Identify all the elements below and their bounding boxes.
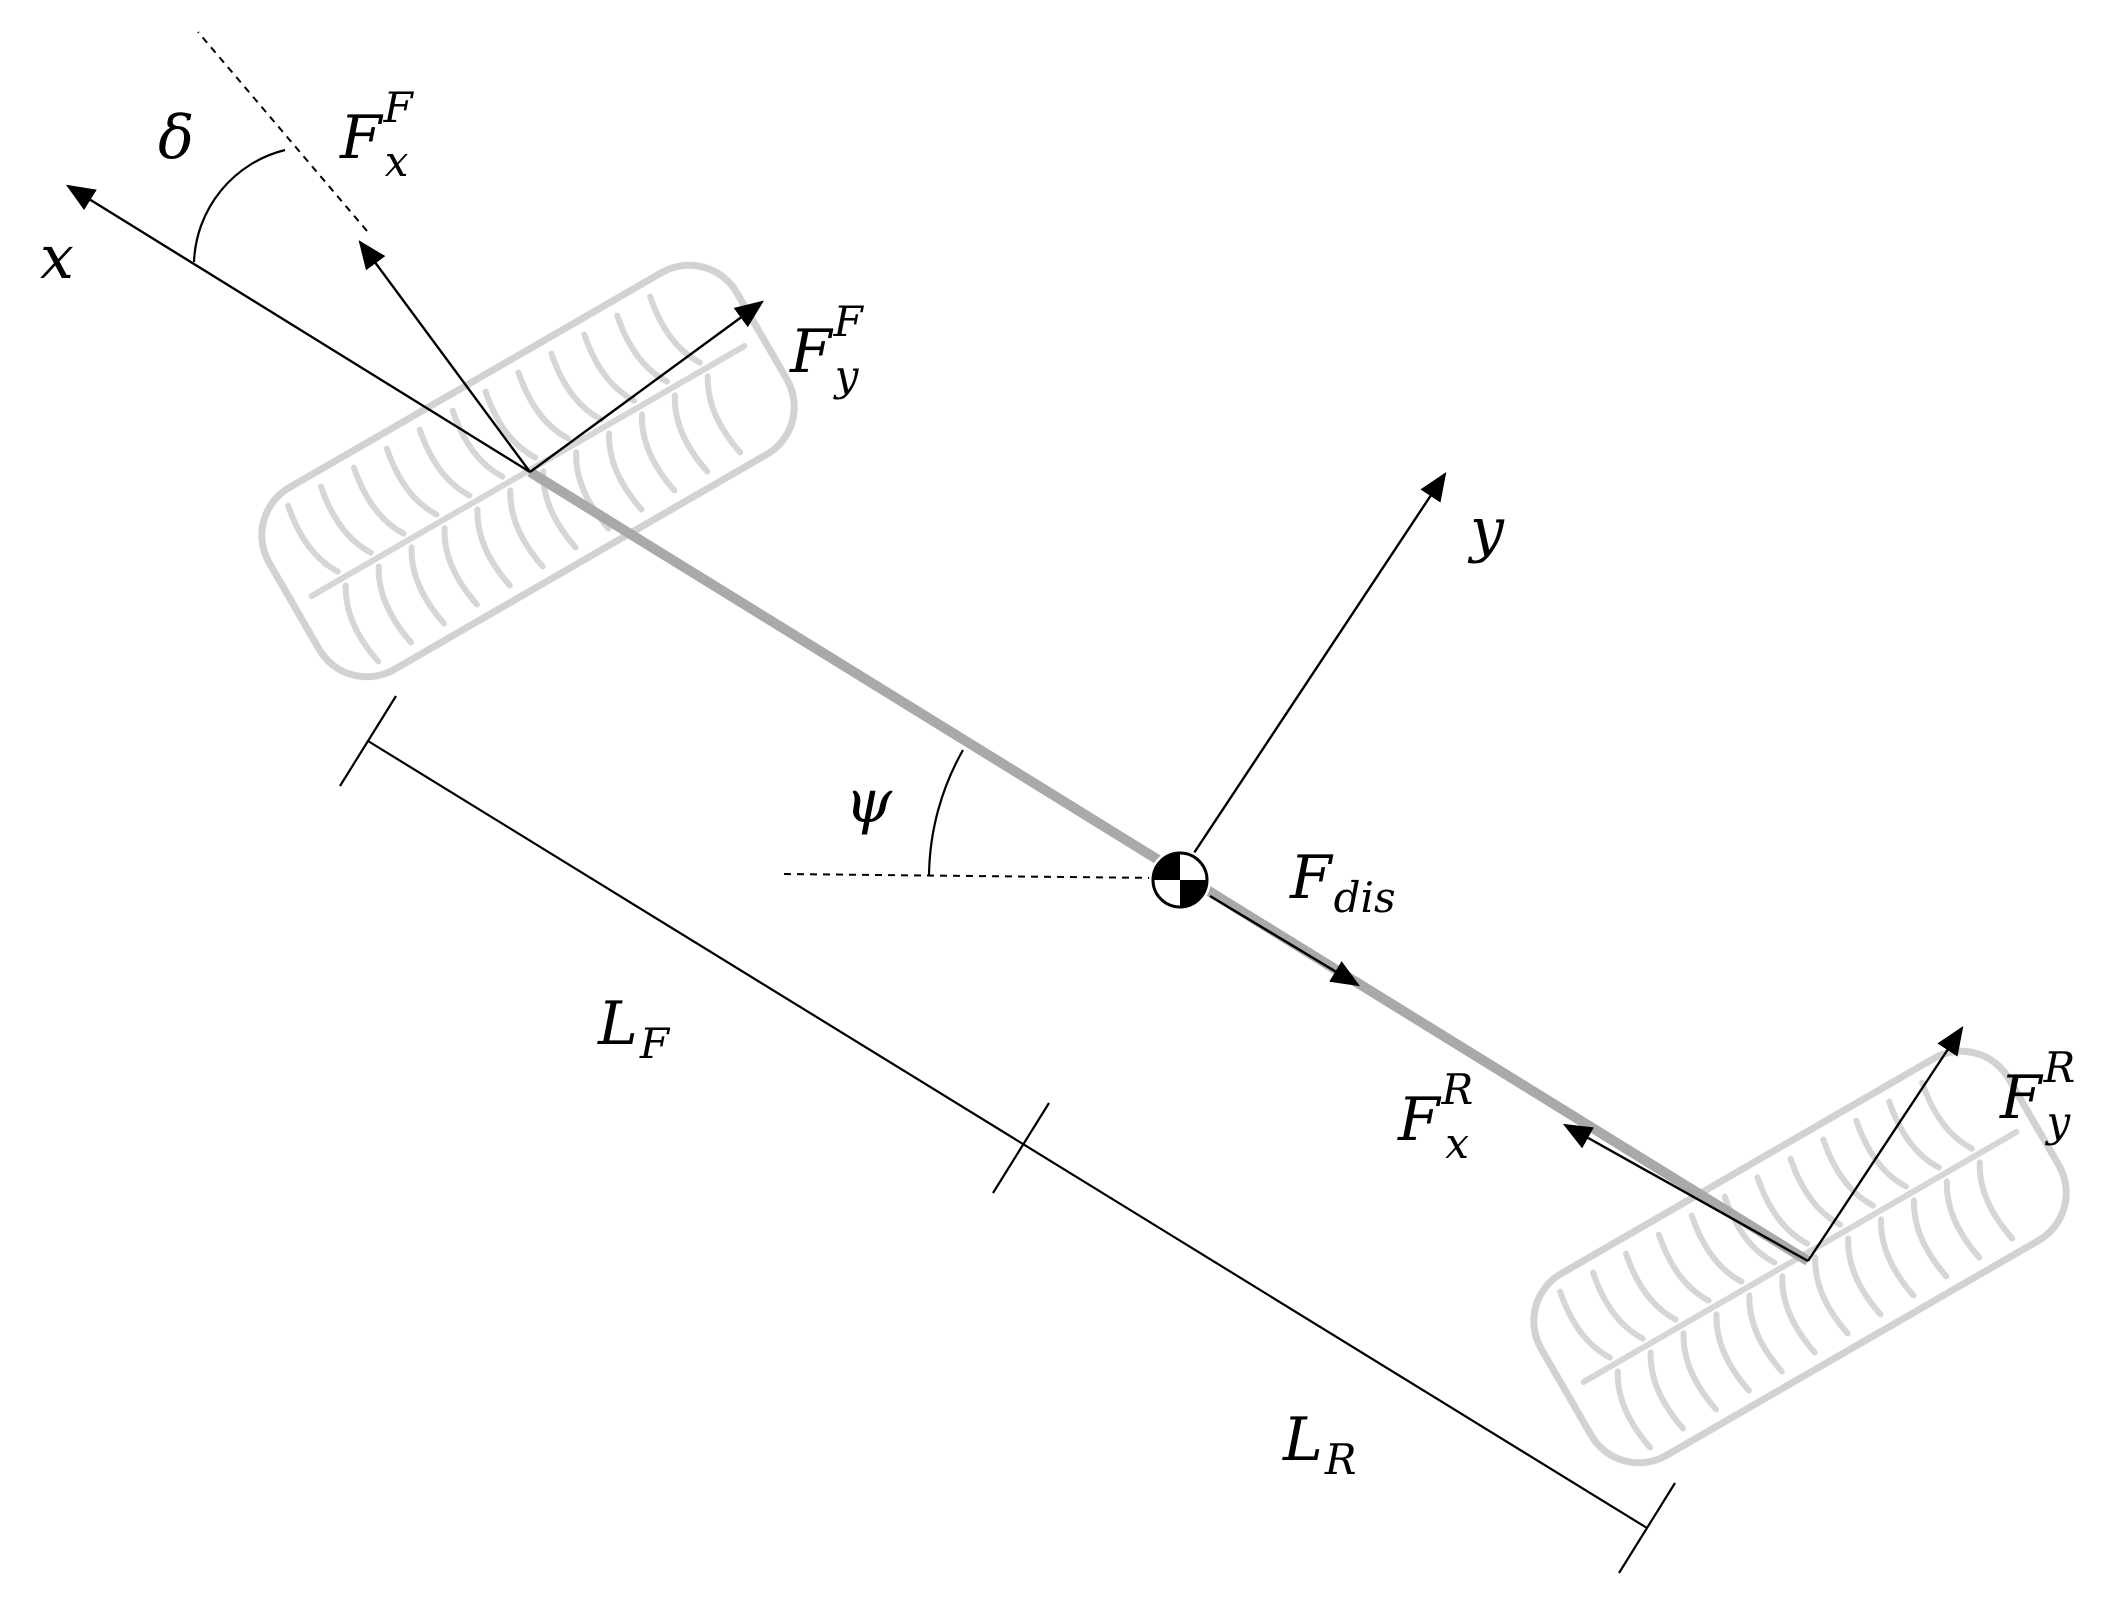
y-axis-label: y bbox=[1467, 495, 1505, 565]
front-longitudinal-force-arrow bbox=[358, 240, 531, 473]
disturbance-force-arrow bbox=[1209, 894, 1361, 987]
dimension-tick-middle bbox=[992, 1102, 1050, 1194]
rear-longitudinal-force-arrow bbox=[1562, 1123, 1809, 1263]
psi-label: ψ bbox=[845, 767, 893, 837]
wheelbase-dimension-line bbox=[367, 740, 1648, 1529]
front-lateral-force-arrow bbox=[529, 300, 764, 473]
center-of-gravity-icon bbox=[1149, 849, 1211, 911]
rear-length-label: LR bbox=[1282, 1405, 1356, 1484]
y-axis-arrow bbox=[1190, 471, 1447, 857]
horizontal-reference-dashed-line bbox=[783, 873, 1161, 879]
wheel-heading-dashed-line bbox=[197, 31, 368, 232]
rear-lateral-force-arrow bbox=[1806, 1025, 1964, 1262]
yaw-angle-arc bbox=[927, 749, 964, 877]
x-axis-label: x bbox=[40, 223, 74, 293]
front-length-label: LF bbox=[597, 989, 671, 1068]
dimension-tick-front bbox=[339, 695, 397, 787]
disturbance-force-label: Fdis bbox=[1289, 843, 1396, 922]
delta-label: δ bbox=[158, 103, 194, 173]
x-axis-arrow bbox=[65, 184, 531, 474]
rear-tire-icon bbox=[1530, 1047, 2070, 1467]
front-tire-icon bbox=[258, 261, 798, 681]
steering-angle-arc bbox=[192, 148, 286, 263]
dimension-tick-rear bbox=[1618, 1482, 1676, 1574]
